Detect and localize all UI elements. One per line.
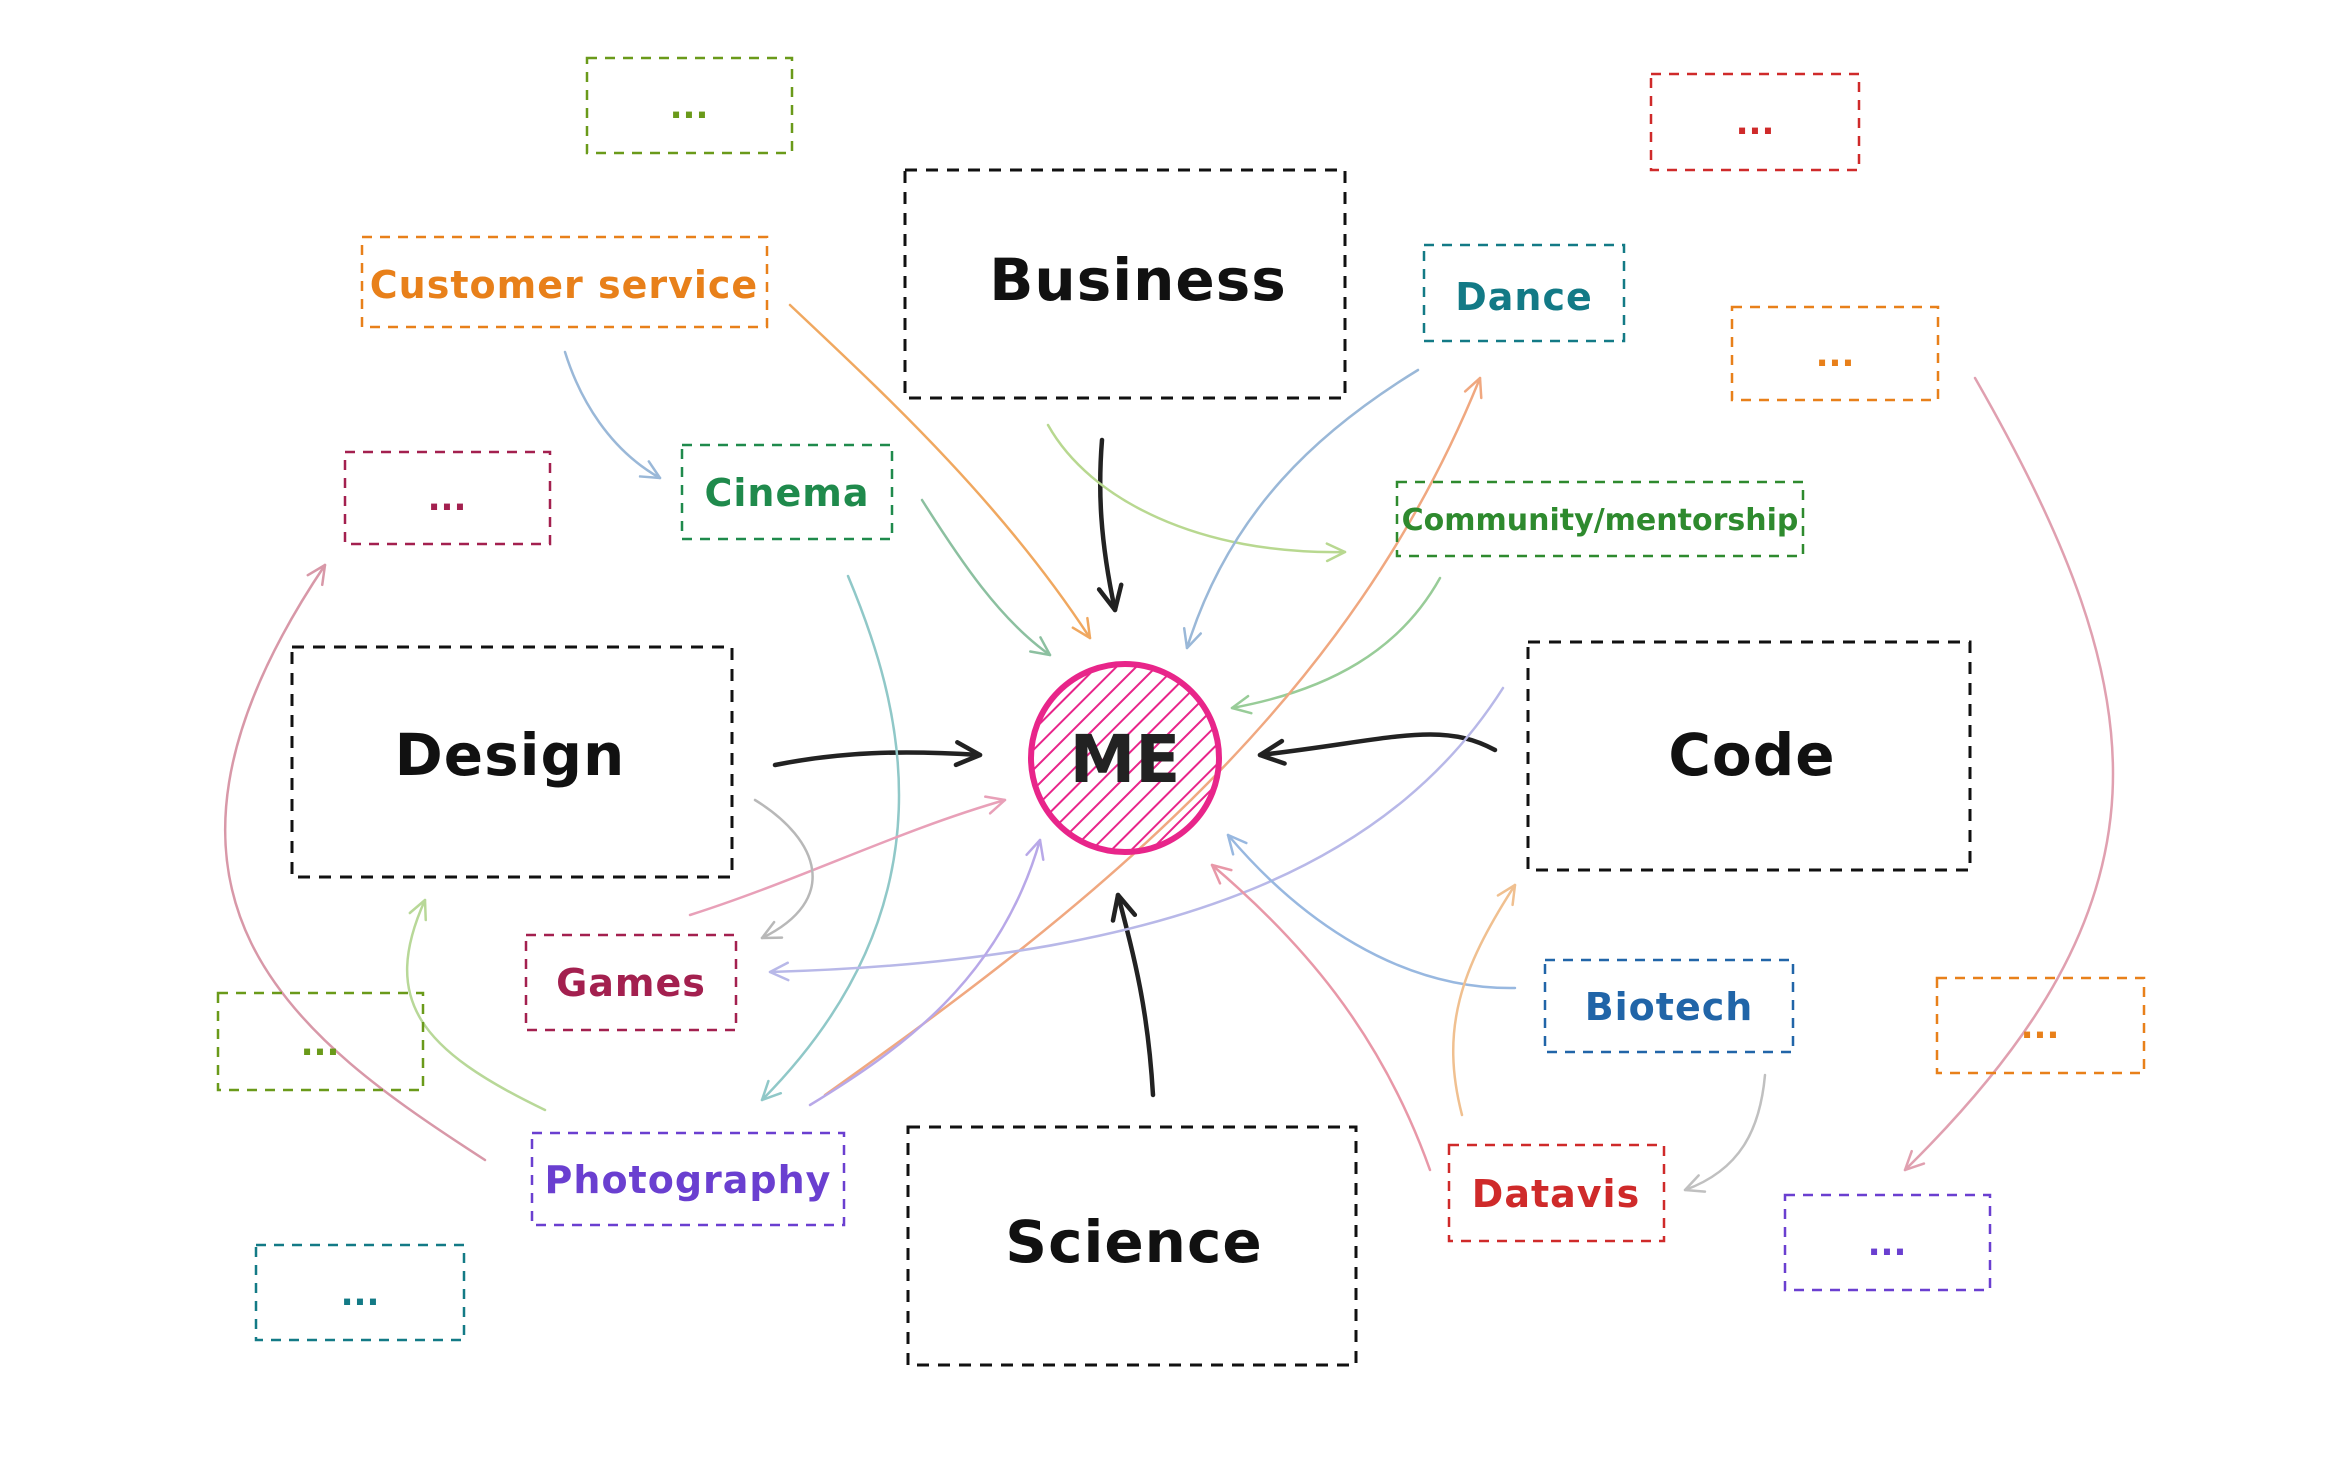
node-science-label: Science bbox=[1005, 1208, 1262, 1276]
placeholder-red-top[interactable]: ... bbox=[1649, 72, 1861, 172]
arrow-customer-to-cinema bbox=[563, 350, 662, 480]
node-photography-label: Photography bbox=[545, 1158, 832, 1202]
node-business-label: Business bbox=[989, 246, 1287, 314]
node-science[interactable]: Science bbox=[906, 1125, 1358, 1367]
arrow-games-to-me bbox=[688, 798, 1007, 917]
arrow-photography-to-design bbox=[405, 898, 547, 1112]
arrow-code-to-me bbox=[1257, 732, 1498, 758]
arrow-dance-to-me bbox=[1185, 368, 1420, 650]
arrow-photography-to-design-head bbox=[408, 898, 427, 922]
placeholder-red-top-label: ... bbox=[1736, 103, 1775, 143]
node-biotech[interactable]: Biotech bbox=[1543, 958, 1795, 1054]
arrow-photography-to-me bbox=[808, 838, 1042, 1107]
arrow-design-to-games bbox=[753, 798, 814, 940]
node-community-label: Community/mentorship bbox=[1402, 503, 1799, 538]
arrow-cinema-to-photography bbox=[760, 574, 901, 1102]
arrow-biotech-to-me bbox=[1226, 833, 1517, 990]
placeholder-crimson[interactable]: ... bbox=[343, 450, 552, 546]
arrow-business-to-community bbox=[1046, 423, 1347, 554]
arrow-cinema-to-me-head bbox=[1029, 636, 1052, 657]
arrow-datavis-to-code-head bbox=[1496, 883, 1517, 907]
arrow-design-to-me bbox=[772, 750, 983, 768]
placeholder-teal-bottom-label: ... bbox=[341, 1274, 380, 1314]
arrow-biotech-to-datavis bbox=[1683, 1073, 1767, 1192]
arrow-dance-to-me-head bbox=[1182, 626, 1202, 650]
node-games[interactable]: Games bbox=[524, 933, 738, 1032]
arrow-cinema-to-me bbox=[920, 498, 1052, 657]
node-datavis-label: Datavis bbox=[1472, 1172, 1640, 1216]
arrow-photography-to-dance-head bbox=[1463, 376, 1483, 400]
placeholder-crimson-label: ... bbox=[428, 479, 467, 519]
arrow-community-to-me bbox=[1230, 576, 1442, 710]
placeholder-teal-bottom[interactable]: ... bbox=[254, 1243, 466, 1342]
arrow-business-to-me bbox=[1097, 437, 1118, 613]
connector-arrows bbox=[224, 303, 2115, 1193]
arrow-design-to-me-head bbox=[953, 740, 983, 768]
placeholder-orange-bottom[interactable]: ... bbox=[1935, 976, 2146, 1075]
arrow-community-to-me-head bbox=[1230, 694, 1253, 715]
node-photography[interactable]: Photography bbox=[530, 1131, 846, 1227]
center-node-me[interactable]: ME bbox=[1028, 661, 1222, 855]
arrow-cinema-to-photography-head bbox=[760, 1079, 783, 1102]
arrow-customer-to-me bbox=[788, 303, 1092, 640]
arrow-datavis-to-me-head bbox=[1210, 863, 1233, 885]
arrow-design-to-games-head bbox=[760, 920, 784, 940]
node-cinema[interactable]: Cinema bbox=[680, 443, 894, 541]
arrow-biotech-to-me-head bbox=[1226, 833, 1248, 856]
arrow-photography-to-me-head bbox=[1025, 838, 1045, 861]
placeholder-green-top-label: ... bbox=[670, 87, 709, 127]
node-design-label: Design bbox=[395, 721, 626, 789]
arrow-science-to-me bbox=[1115, 892, 1156, 1098]
arrow-photography-left-to-crimson bbox=[224, 563, 487, 1162]
node-customer-service[interactable]: Customer service bbox=[360, 235, 769, 329]
node-dance-label: Dance bbox=[1455, 275, 1593, 319]
arrow-photography-left-to-crimson-head bbox=[306, 563, 327, 587]
placeholder-green-top[interactable]: ... bbox=[585, 56, 794, 155]
placeholder-purple-bottom[interactable]: ... bbox=[1783, 1193, 1992, 1292]
node-design[interactable]: Design bbox=[290, 645, 734, 879]
arrow-orange-right-to-purple-bottom-head bbox=[1903, 1149, 1926, 1172]
placeholder-orange-right-label: ... bbox=[1816, 335, 1855, 375]
center-node-label: ME bbox=[1070, 721, 1181, 798]
arrow-games-to-me-head bbox=[984, 795, 1007, 815]
placeholder-purple-bottom-label: ... bbox=[1868, 1224, 1907, 1264]
arrow-customer-to-me-head bbox=[1071, 616, 1092, 640]
arrow-code-to-me-head bbox=[1257, 738, 1287, 766]
placeholder-orange-right[interactable]: ... bbox=[1730, 305, 1940, 402]
arrow-orange-right-to-purple-bottom bbox=[1903, 376, 2115, 1172]
node-community-mentorship[interactable]: Community/mentorship bbox=[1395, 480, 1805, 558]
node-customer-service-label: Customer service bbox=[370, 263, 758, 307]
arrow-business-to-community-head bbox=[1325, 542, 1347, 563]
arrow-code-to-games-head bbox=[768, 961, 790, 982]
placeholder-orange-bottom-label: ... bbox=[2021, 1007, 2060, 1047]
arrow-datavis-to-code bbox=[1452, 883, 1517, 1117]
arrow-customer-to-cinema-head bbox=[638, 460, 662, 480]
node-cinema-label: Cinema bbox=[705, 471, 870, 515]
node-code-label: Code bbox=[1668, 721, 1835, 789]
arrow-datavis-to-me bbox=[1210, 863, 1432, 1172]
arrow-business-to-me-head bbox=[1096, 582, 1124, 613]
arrow-science-to-me-head bbox=[1110, 892, 1138, 923]
node-business[interactable]: Business bbox=[903, 168, 1347, 400]
arrow-code-to-games bbox=[768, 686, 1505, 974]
node-biotech-label: Biotech bbox=[1585, 985, 1754, 1029]
arrow-biotech-to-datavis-head bbox=[1683, 1174, 1707, 1193]
placeholder-green-left-label: ... bbox=[301, 1024, 340, 1064]
node-boxes: Business Design Code Science Customer se… bbox=[216, 56, 2146, 1367]
placeholder-green-left[interactable]: ... bbox=[216, 991, 425, 1092]
node-dance[interactable]: Dance bbox=[1422, 243, 1626, 343]
node-datavis[interactable]: Datavis bbox=[1447, 1143, 1666, 1243]
node-games-label: Games bbox=[556, 961, 706, 1005]
node-code[interactable]: Code bbox=[1526, 640, 1972, 872]
